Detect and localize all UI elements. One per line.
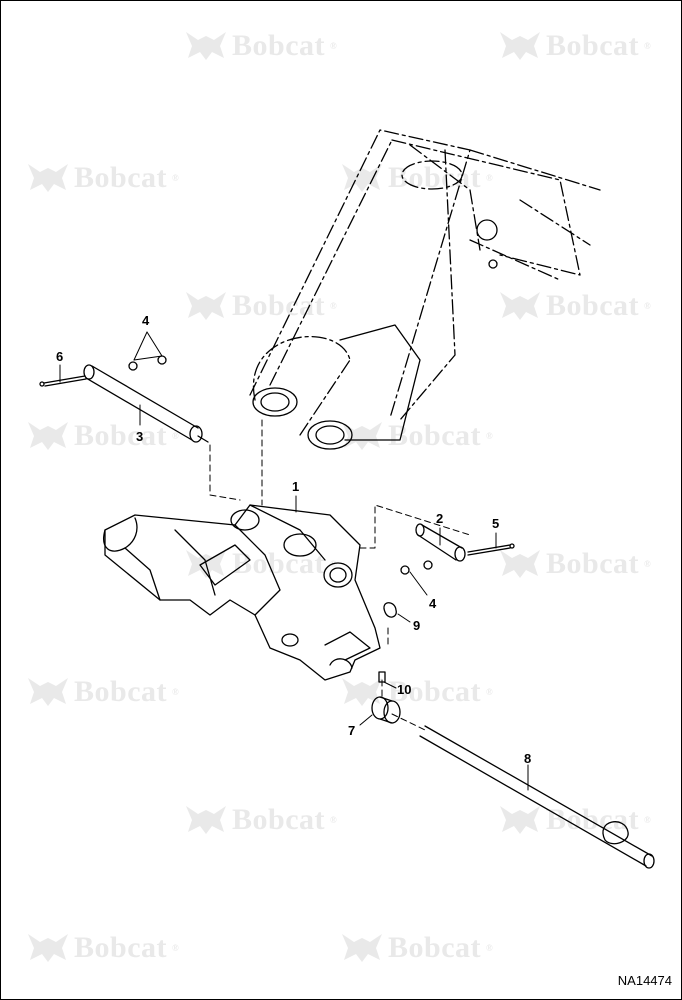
bobcat-head-logo-icon xyxy=(186,292,226,320)
arm-lower-bosses xyxy=(252,219,498,450)
bolt-item-6 xyxy=(39,375,87,387)
bolt-item-5 xyxy=(467,543,515,556)
watermark: Bobcat® xyxy=(184,802,337,838)
assembly-lines xyxy=(209,419,471,731)
pin-item-2 xyxy=(415,523,466,562)
callout-8: 8 xyxy=(524,751,532,766)
watermark: Bobcat® xyxy=(340,674,493,710)
bobcat-head-logo-icon xyxy=(342,422,382,450)
leader-lines xyxy=(59,331,529,791)
callout-3: 3 xyxy=(136,429,144,444)
callout-2: 2 xyxy=(436,511,444,526)
drawing-number: NA14474 xyxy=(617,973,672,988)
arm-phantom xyxy=(249,129,601,436)
watermark: Bobcat® xyxy=(26,930,179,966)
callout-4: 4 xyxy=(142,313,150,328)
callout-6: 6 xyxy=(56,349,64,364)
bobcat-head-logo-icon xyxy=(500,550,540,578)
callout-10: 10 xyxy=(397,682,412,697)
bushing-item-7 xyxy=(371,696,401,724)
callout-9: 9 xyxy=(413,618,421,633)
callout-4: 4 xyxy=(429,596,437,611)
bobcat-head-logo-icon xyxy=(500,32,540,60)
callout-5: 5 xyxy=(492,516,500,531)
bobcat-head-logo-icon xyxy=(342,934,382,962)
bobcat-head-logo-icon xyxy=(28,164,68,192)
bobcat-head-logo-icon xyxy=(342,164,382,192)
watermark: Bobcat® xyxy=(498,28,651,64)
watermark: Bobcat® xyxy=(184,28,337,64)
watermark: Bobcat® xyxy=(498,546,651,582)
watermark: Bobcat® xyxy=(498,802,651,838)
quick-coupler-bracket xyxy=(103,504,381,681)
bobcat-head-logo-icon xyxy=(28,678,68,706)
nuts-item-4-right xyxy=(400,560,433,575)
bobcat-head-logo-icon xyxy=(186,32,226,60)
long-pin-item-8 xyxy=(419,725,655,869)
bobcat-head-logo-icon xyxy=(186,806,226,834)
watermark: Bobcat® xyxy=(26,674,179,710)
callout-1: 1 xyxy=(292,479,300,494)
pin-item-3 xyxy=(83,364,209,443)
bobcat-head-logo-icon xyxy=(500,806,540,834)
callout-7: 7 xyxy=(348,723,356,738)
bobcat-head-logo-icon xyxy=(500,292,540,320)
watermark: Bobcat® xyxy=(26,160,179,196)
bobcat-head-logo-icon xyxy=(342,678,382,706)
bobcat-head-logo-icon xyxy=(28,934,68,962)
watermark: Bobcat® xyxy=(498,288,651,324)
bobcat-head-logo-icon xyxy=(28,422,68,450)
fitting-item-10 xyxy=(378,671,386,683)
watermark: Bobcat® xyxy=(26,418,179,454)
watermark: Bobcat® xyxy=(340,930,493,966)
clip-item-9 xyxy=(383,602,397,618)
